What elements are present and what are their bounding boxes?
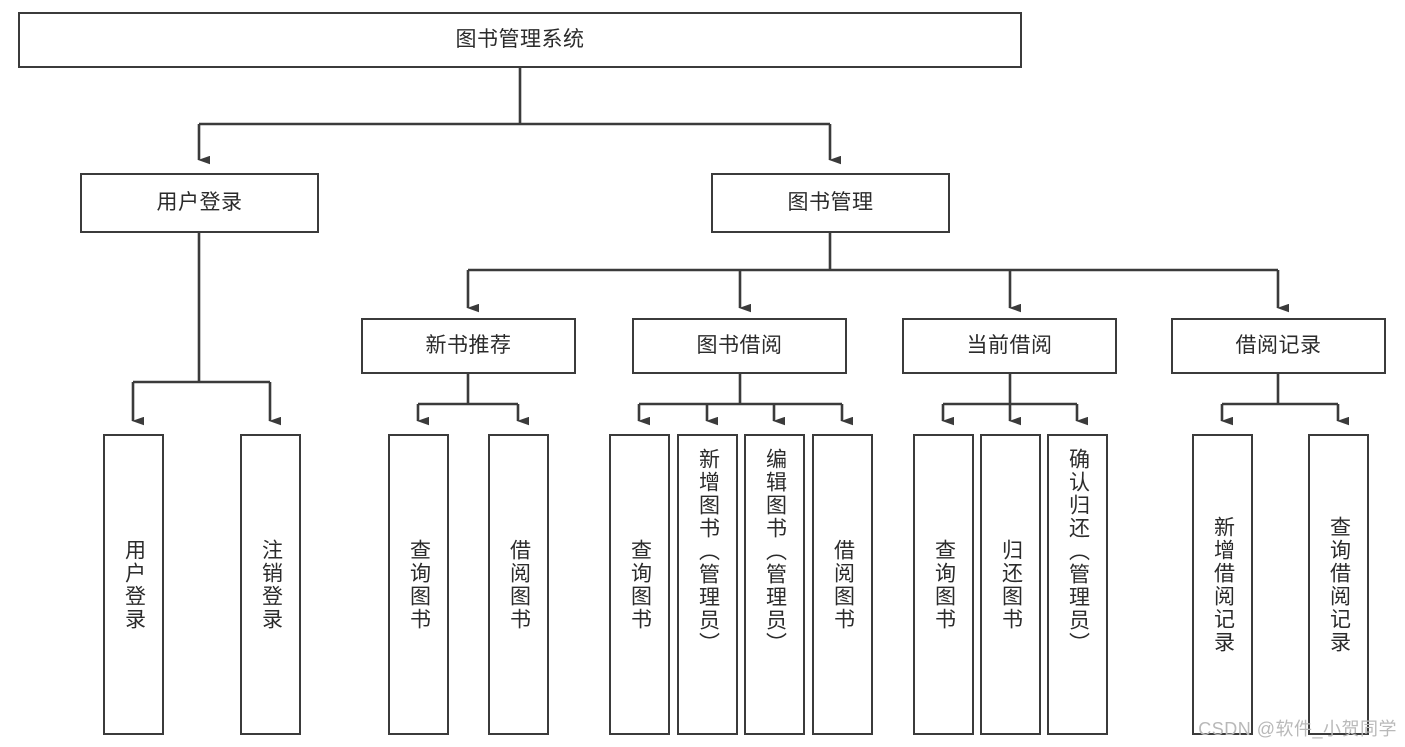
leaf-user-login-login[interactable]: 用户登录 [103,434,164,735]
node-new-book-recommend[interactable]: 新书推荐 [361,318,576,374]
leaf-borrow-add-book-admin[interactable]: 新增图书（管理员） [677,434,738,735]
node-label: 新增图书（管理员） [696,448,720,655]
leaf-current-query-book[interactable]: 查询图书 [913,434,974,735]
node-label: 当前借阅 [966,333,1053,357]
node-label: 查询图书 [407,538,431,631]
node-label: 图书管理 [787,190,874,214]
node-label: 用户登录 [156,190,243,214]
node-label: 图书借阅 [696,333,783,357]
node-label: 借阅图书 [831,538,855,631]
leaf-current-confirm-return-admin[interactable]: 确认归还（管理员） [1047,434,1108,735]
node-label: 图书管理系统 [455,27,585,51]
node-label: 用户登录 [122,538,146,631]
node-label: 查询图书 [628,538,652,631]
node-label: 新书推荐 [425,333,512,357]
node-label: 编辑图书（管理员） [763,448,787,655]
node-book-borrow[interactable]: 图书借阅 [632,318,847,374]
leaf-record-query-borrow-record[interactable]: 查询借阅记录 [1308,434,1369,735]
leaf-user-login-logout[interactable]: 注销登录 [240,434,301,735]
watermark-text: CSDN @软件_小贺同学 [1198,719,1397,739]
node-label: 借阅记录 [1235,333,1322,357]
node-current-borrow[interactable]: 当前借阅 [902,318,1117,374]
leaf-record-add-borrow-record[interactable]: 新增借阅记录 [1192,434,1253,735]
leaf-borrow-borrow-book[interactable]: 借阅图书 [812,434,873,735]
node-user-login[interactable]: 用户登录 [80,173,319,233]
leaf-newbook-borrow-book[interactable]: 借阅图书 [488,434,549,735]
node-label: 借阅图书 [507,538,531,631]
node-label: 查询借阅记录 [1327,515,1351,654]
leaf-borrow-query-book[interactable]: 查询图书 [609,434,670,735]
leaf-newbook-query-book[interactable]: 查询图书 [388,434,449,735]
node-label: 归还图书 [999,538,1023,631]
node-label: 查询图书 [932,538,956,631]
node-borrow-record[interactable]: 借阅记录 [1171,318,1386,374]
leaf-current-return-book[interactable]: 归还图书 [980,434,1041,735]
node-book-management[interactable]: 图书管理 [711,173,950,233]
node-label: 新增借阅记录 [1211,515,1235,654]
node-label: 确认归还（管理员） [1066,448,1090,655]
node-root-book-management-system[interactable]: 图书管理系统 [18,12,1022,68]
leaf-borrow-edit-book-admin[interactable]: 编辑图书（管理员） [744,434,805,735]
node-label: 注销登录 [259,538,283,631]
